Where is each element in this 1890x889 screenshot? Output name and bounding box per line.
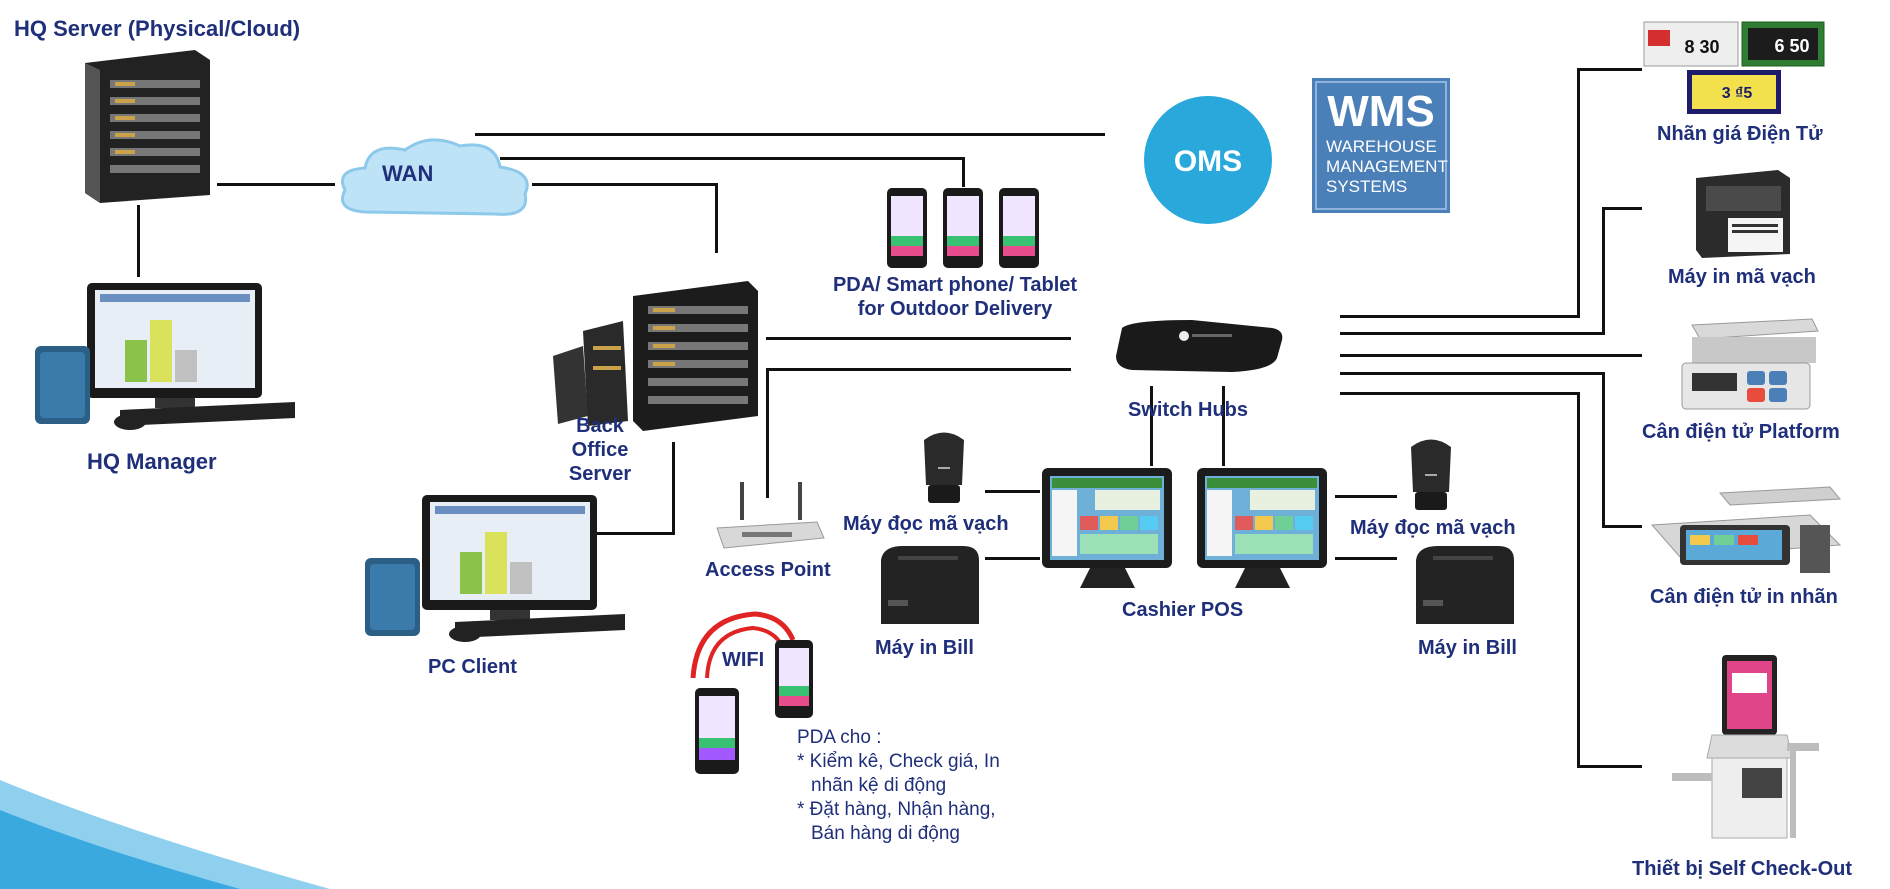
electronic-price-tags-icon: 8 30 6 50 3 ₫5 — [1643, 21, 1825, 114]
printer-left-label: Máy in Bill — [875, 637, 974, 659]
scanner-right-icon — [1411, 439, 1451, 510]
label-scale-icon — [1650, 486, 1842, 573]
pc-client-computer-icon — [365, 495, 625, 642]
wms-title: WMS — [1327, 87, 1435, 136]
hq-server-label: HQ Server (Physical/Cloud) — [14, 16, 301, 41]
pda-handheld-icon — [695, 640, 813, 774]
wan-label: WAN — [382, 161, 434, 186]
hq-server-icon — [85, 50, 210, 203]
pda-phones-line2: for Outdoor Delivery — [857, 298, 1053, 320]
hq-manager-label: HQ Manager — [87, 449, 217, 474]
oms-logo: OMS — [1144, 96, 1272, 224]
pos-terminal-left-icon — [1042, 468, 1172, 588]
switch-hub-icon — [1116, 320, 1283, 372]
wan-cloud-icon — [341, 138, 529, 216]
platform-scale-label: Cân điện tử Platform — [1642, 421, 1840, 443]
scanner-left-icon — [924, 432, 964, 503]
pos-terminal-right-icon — [1197, 468, 1327, 588]
self-checkout-icon — [1672, 655, 1819, 839]
printer-right-label: Máy in Bill — [1418, 637, 1517, 659]
oms-text: OMS — [1174, 145, 1242, 178]
wms-logo: WMS WAREHOUSE MANAGEMENT SYSTEMS — [1312, 78, 1450, 213]
back-office-line2: Office — [571, 439, 629, 461]
corner-swoosh — [0, 780, 330, 889]
wms-line3: MANAGEMENT — [1326, 157, 1448, 176]
back-office-line3: Server — [568, 463, 632, 485]
platform-scale-icon — [1681, 318, 1819, 410]
pda-notes-item1-line1: * Kiểm kê, Check giá, In — [797, 751, 1000, 772]
esl-price-2: 6 50 — [1774, 36, 1809, 56]
bill-printer-right-icon — [1416, 546, 1514, 624]
wms-line4: SYSTEMS — [1326, 177, 1407, 196]
esl-price-3: 3 ₫5 — [1722, 85, 1753, 102]
hq-manager-computer-icon — [35, 283, 295, 430]
switch-hubs-label: Switch Hubs — [1128, 399, 1249, 421]
pda-notes-item2-line2: Bán hàng di động — [811, 823, 960, 844]
pc-client-label: PC Client — [428, 656, 517, 678]
label-scale-label: Cân điện tử in nhãn — [1650, 586, 1838, 608]
back-office-server-icon — [553, 281, 758, 431]
self-checkout-label: Thiết bị Self Check-Out — [1632, 858, 1853, 880]
scanner-right-label: Máy đọc mã vạch — [1350, 517, 1516, 539]
pda-notes-item1-line2: nhãn kệ di động — [811, 775, 947, 796]
access-point-label: Access Point — [705, 559, 831, 581]
access-point-icon — [716, 482, 825, 549]
scanner-left-label: Máy đọc mã vạch — [843, 513, 1009, 535]
cashier-pos-label: Cashier POS — [1122, 599, 1244, 621]
barcode-printer-icon — [1696, 170, 1790, 258]
barcode-printer-label: Máy in mã vạch — [1668, 266, 1816, 288]
pda-smartphones-icon — [887, 188, 1039, 268]
pda-phones-label: PDA/ Smart phone/ Tablet for Outdoor Del… — [830, 273, 1080, 321]
bill-printer-left-icon — [881, 546, 979, 624]
back-office-label: Back Office Server — [555, 414, 645, 486]
pda-notes: PDA cho : * Kiểm kê, Check giá, In nhãn … — [797, 726, 1000, 846]
wifi-icon — [690, 611, 795, 679]
esl-label: Nhãn giá Điện Tử — [1657, 123, 1823, 145]
wms-line2: WAREHOUSE — [1326, 137, 1437, 156]
esl-price-1: 8 30 — [1684, 37, 1719, 57]
pda-phones-line1: PDA/ Smart phone/ Tablet — [832, 274, 1078, 296]
pda-notes-item2-line1: * Đặt hàng, Nhận hàng, — [797, 799, 996, 820]
pda-notes-title: PDA cho : — [797, 727, 882, 748]
back-office-line1: Back — [576, 415, 624, 437]
wifi-label: WIFI — [722, 649, 765, 671]
